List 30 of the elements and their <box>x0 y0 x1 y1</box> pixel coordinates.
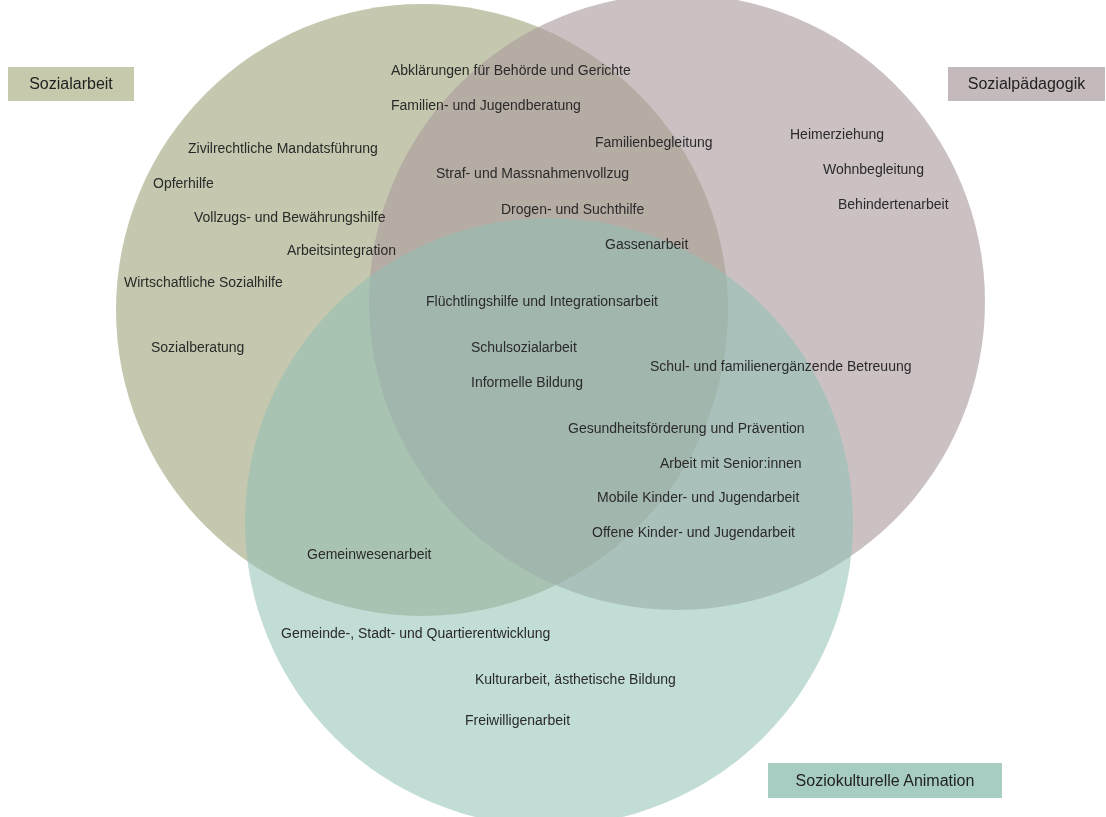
field-label: Opferhilfe <box>153 175 214 191</box>
field-label: Gemeinwesenarbeit <box>307 546 432 562</box>
field-label: Vollzugs- und Bewährungshilfe <box>194 209 386 225</box>
field-label: Abklärungen für Behörde und Gerichte <box>391 62 631 78</box>
field-label: Straf- und Massnahmenvollzug <box>436 165 629 181</box>
field-label: Gemeinde-, Stadt- und Quartierentwicklung <box>281 625 551 641</box>
field-label: Gassenarbeit <box>605 236 689 252</box>
field-label: Heimerziehung <box>790 126 885 142</box>
field-label: Freiwilligenarbeit <box>465 712 571 728</box>
field-label: Drogen- und Suchthilfe <box>501 201 645 217</box>
field-label: Gesundheitsförderung und Prävention <box>568 420 805 436</box>
field-label: Flüchtlingshilfe und Integrationsarbeit <box>426 293 658 309</box>
field-label: Arbeitsintegration <box>287 242 396 258</box>
field-label: Informelle Bildung <box>471 374 584 390</box>
field-label: Familienbegleitung <box>595 134 713 150</box>
field-label: Familien- und Jugendberatung <box>391 97 581 113</box>
field-label: Sozialberatung <box>151 339 245 355</box>
heading-label: Sozialarbeit <box>8 67 134 101</box>
field-label: Kulturarbeit, ästhetische Bildung <box>475 671 676 687</box>
heading-label: Sozialpädagogik <box>948 67 1105 101</box>
heading-label: Soziokulturelle Animation <box>768 763 1002 798</box>
field-label: Wirtschaftliche Sozialhilfe <box>124 274 283 290</box>
field-label: Schul- und familienergänzende Betreuung <box>650 358 912 374</box>
field-label: Mobile Kinder- und Jugendarbeit <box>597 489 800 505</box>
field-label: Offene Kinder- und Jugendarbeit <box>592 524 795 540</box>
field-label: Wohnbegleitung <box>823 161 924 177</box>
field-label: Behindertenarbeit <box>838 196 949 212</box>
field-label: Arbeit mit Senior:innen <box>660 455 802 471</box>
field-label: Zivilrechtliche Mandatsführung <box>188 140 378 156</box>
field-label: Schulsozialarbeit <box>471 339 577 355</box>
